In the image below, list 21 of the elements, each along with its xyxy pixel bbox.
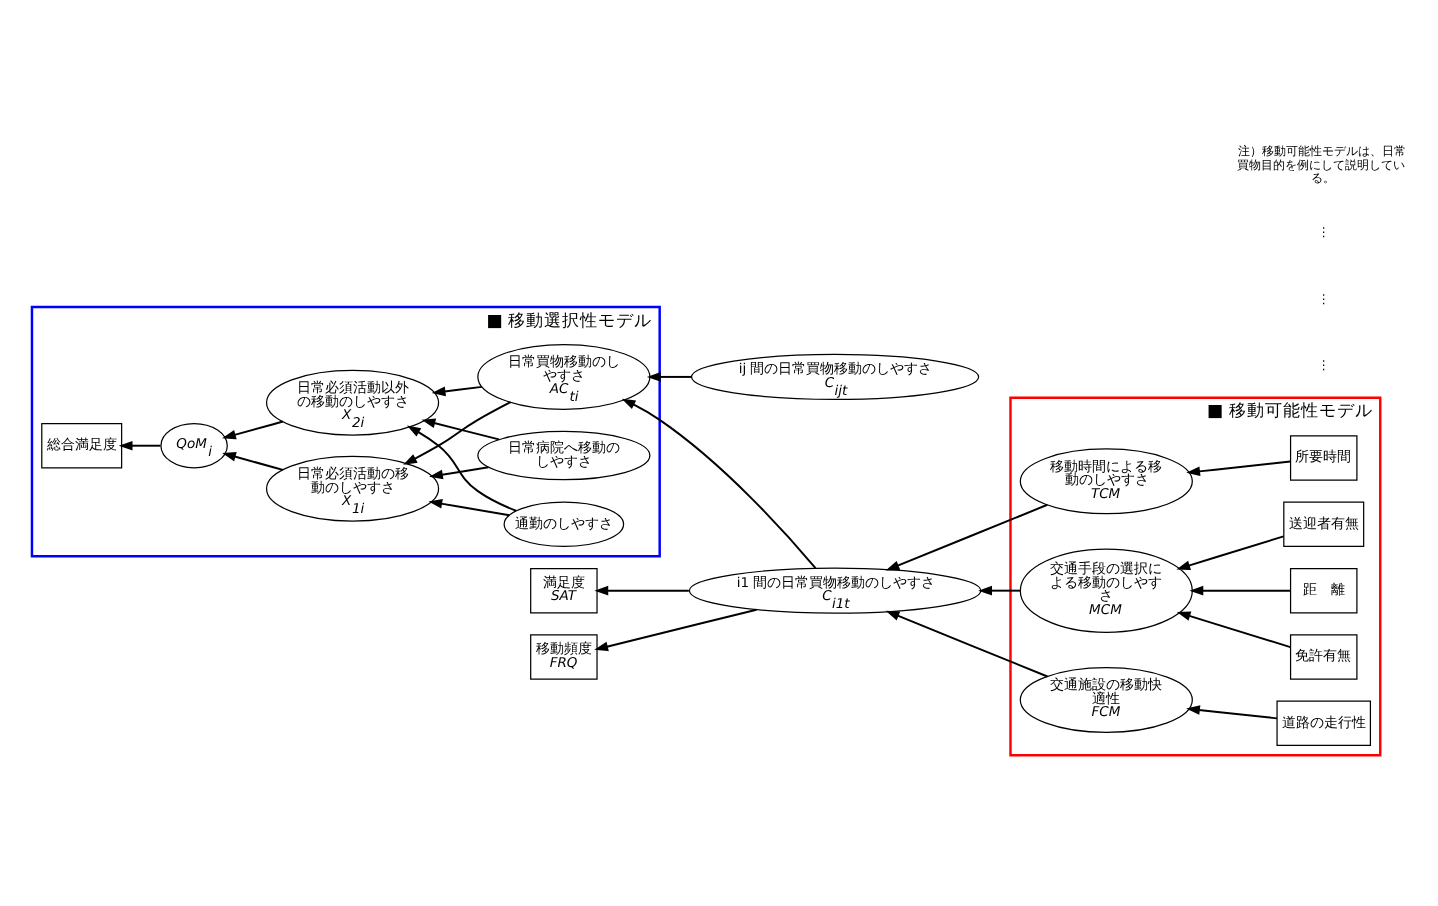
arrow xyxy=(1186,704,1278,719)
arrow xyxy=(118,439,162,450)
arrow xyxy=(978,584,1022,595)
arrow xyxy=(621,397,817,569)
arrow xyxy=(1176,610,1292,648)
arrow xyxy=(421,417,500,440)
arrow xyxy=(885,502,1049,570)
arrow xyxy=(429,465,490,479)
arrow xyxy=(1189,584,1292,595)
arrow xyxy=(646,371,693,381)
arrow xyxy=(594,584,690,595)
arrow xyxy=(431,384,483,396)
arrow xyxy=(406,424,518,511)
arrow xyxy=(594,607,758,651)
arrow xyxy=(222,419,284,439)
arrow xyxy=(1186,459,1292,476)
arrow xyxy=(222,451,284,470)
arrow xyxy=(428,498,511,516)
arrow xyxy=(403,400,512,464)
arrow xyxy=(1176,534,1285,569)
arrow xyxy=(885,609,1049,677)
